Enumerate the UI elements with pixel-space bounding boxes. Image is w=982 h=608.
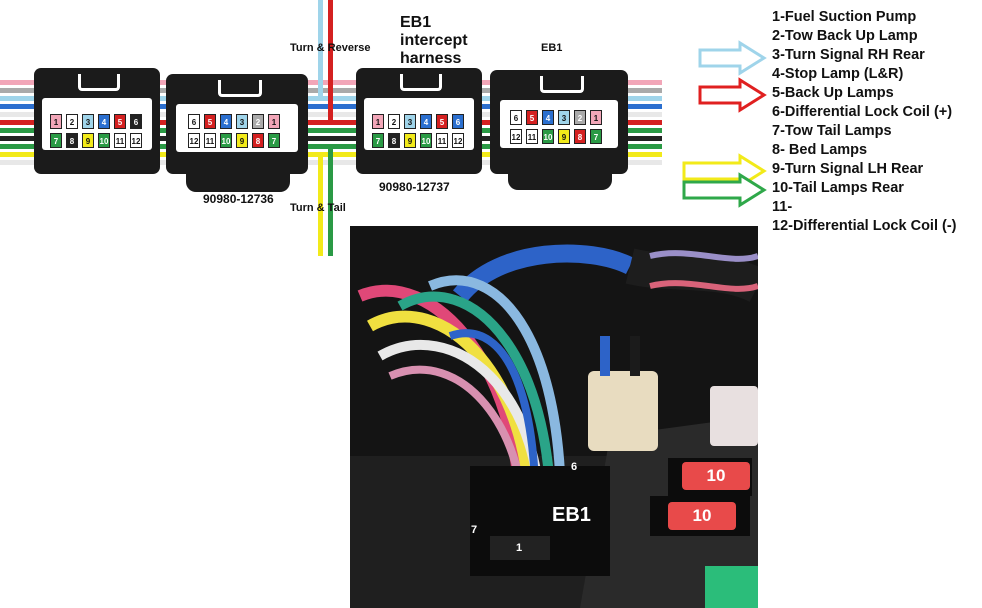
- legend-item: 11-: [772, 199, 793, 215]
- tap-red-up: [328, 0, 333, 120]
- legend-item: 7-Tow Tail Lamps: [772, 123, 892, 139]
- pin-12: 12: [130, 133, 142, 148]
- photo-pin-6: 6: [571, 461, 578, 473]
- title-line-1: EB1: [400, 14, 432, 31]
- pin-4: 4: [420, 114, 432, 129]
- legend-item: 5-Back Up Lamps: [772, 85, 894, 101]
- pin-11: 11: [114, 133, 126, 148]
- legend-item: 1-Fuel Suction Pump: [772, 9, 917, 25]
- legend-item: 12-Differential Lock Coil (-): [772, 218, 957, 234]
- pin-8: 8: [574, 129, 586, 144]
- pin-12: 12: [452, 133, 464, 148]
- photo-eb1-connector: 10 10 EB1 6 7 1: [350, 226, 758, 608]
- fuse-bottom-value: 10: [692, 506, 712, 525]
- part-number-a: 90980-12736: [203, 192, 274, 206]
- pin-4: 4: [98, 114, 110, 129]
- title-line-3: harness: [400, 50, 462, 67]
- pin-7: 7: [50, 133, 62, 148]
- fuse-bottom: 10: [668, 502, 736, 530]
- title-line-2: intercept: [400, 32, 468, 49]
- pin-10: 10: [542, 129, 554, 144]
- arrow-turn-lh-icon: [682, 153, 767, 189]
- tap-yellow-down: [318, 152, 323, 256]
- legend-item: 6-Differential Lock Coil (+): [772, 104, 953, 120]
- wire-black: [0, 136, 662, 141]
- pin-10: 10: [98, 133, 110, 148]
- legend-item: 2-Tow Back Up Lamp: [772, 28, 918, 44]
- pin-8: 8: [252, 133, 264, 148]
- pin-5: 5: [526, 110, 538, 125]
- pin-8: 8: [388, 133, 400, 148]
- eb1-small-label: EB1: [541, 42, 563, 54]
- pin-2: 2: [574, 110, 586, 125]
- pin-6: 6: [510, 110, 522, 125]
- fuse-top: 10: [682, 462, 750, 490]
- pin-4: 4: [220, 114, 232, 129]
- pin-3: 3: [82, 114, 94, 129]
- pin-1: 1: [372, 114, 384, 129]
- legend-item: 8- Bed Lamps: [772, 142, 868, 158]
- photo-illustration: [350, 226, 758, 608]
- pin-9: 9: [82, 133, 94, 148]
- pin-2: 2: [252, 114, 264, 129]
- pin-6: 6: [130, 114, 142, 129]
- wire-green: [0, 128, 662, 133]
- pin-5: 5: [114, 114, 126, 129]
- pin-5: 5: [204, 114, 216, 129]
- pin-3: 3: [236, 114, 248, 129]
- pin-6: 6: [188, 114, 200, 129]
- tap-green-down: [328, 144, 333, 256]
- connector-d-tab: [508, 168, 612, 190]
- fuse-top-value: 10: [706, 466, 726, 485]
- legend-item: 9-Turn Signal LH Rear: [772, 161, 924, 177]
- pin-7: 7: [268, 133, 280, 148]
- pin-12: 12: [188, 133, 200, 148]
- photo-pin-7: 7: [471, 524, 478, 536]
- pin-9: 9: [404, 133, 416, 148]
- pin-10: 10: [220, 133, 232, 148]
- pin-4: 4: [542, 110, 554, 125]
- legend-item: 3-Turn Signal RH Rear: [772, 47, 925, 63]
- tap-lightblue-up: [318, 0, 323, 96]
- turn-reverse-label: Turn & Reverse: [290, 42, 371, 54]
- pin-9: 9: [236, 133, 248, 148]
- pin-11: 11: [526, 129, 538, 144]
- arrow-tail-icon: [682, 172, 767, 208]
- part-number-b: 90980-12737: [379, 180, 450, 194]
- pin-1: 1: [590, 110, 602, 125]
- legend-item: 4-Stop Lamp (L&R): [772, 66, 904, 82]
- arrow-turn-rh-icon: [698, 40, 767, 76]
- arrow-backup-icon: [698, 77, 767, 113]
- pin-2: 2: [66, 114, 78, 129]
- pin-1: 1: [268, 114, 280, 129]
- pin-10: 10: [420, 133, 432, 148]
- pin-1: 1: [50, 114, 62, 129]
- pin-6: 6: [452, 114, 464, 129]
- legend-item: 10-Tail Lamps Rear: [772, 180, 904, 196]
- pin-3: 3: [558, 110, 570, 125]
- pin-2: 2: [388, 114, 400, 129]
- pin-7: 7: [590, 129, 602, 144]
- pin-9: 9: [558, 129, 570, 144]
- pin-7: 7: [372, 133, 384, 148]
- pin-11: 11: [204, 133, 216, 148]
- connector-b-tab: [186, 168, 290, 192]
- pin-5: 5: [436, 114, 448, 129]
- pin-3: 3: [404, 114, 416, 129]
- photo-eb1-label: EB1: [552, 504, 591, 526]
- pin-11: 11: [436, 133, 448, 148]
- turn-tail-label: Turn & Tail: [290, 202, 346, 214]
- photo-pin-1: 1: [516, 542, 523, 554]
- pin-12: 12: [510, 129, 522, 144]
- wire-red: [0, 120, 662, 125]
- pin-8: 8: [66, 133, 78, 148]
